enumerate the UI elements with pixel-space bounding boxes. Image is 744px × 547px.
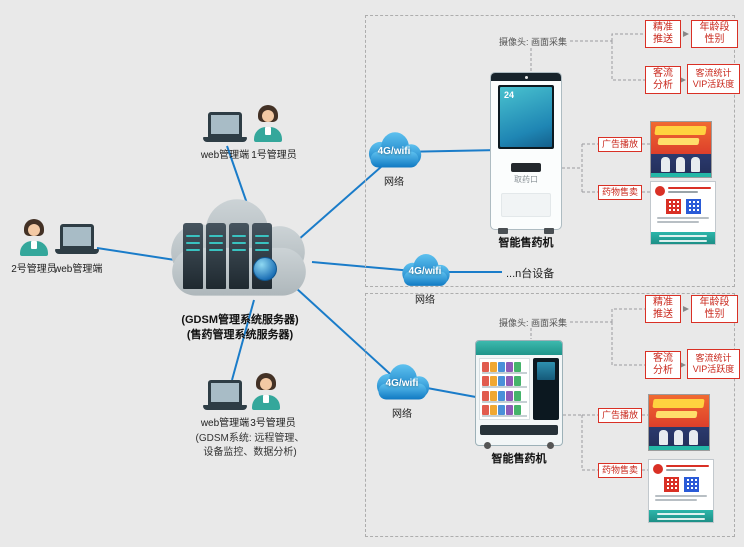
- server-title-line2: (售药管理系统服务器): [186, 329, 294, 341]
- qr-code-icon: [665, 199, 681, 214]
- admin1-name-label: 1号管理员: [251, 150, 297, 161]
- laptop-icon-admin1: [203, 112, 247, 144]
- admin1-avatar: [252, 104, 284, 142]
- poster-logo-icon: [655, 186, 665, 196]
- admin3-name-label: 3号管理员: [250, 418, 296, 429]
- machine-label-top: 智能售药机: [498, 237, 554, 249]
- gdsm-note-line1: (GDSM系统: 远程管理、: [195, 433, 305, 444]
- globe-icon: [253, 257, 277, 281]
- vending-machine-wide: [475, 340, 563, 449]
- network-label-bottom: 网络: [392, 409, 412, 420]
- machine-shelves: [479, 358, 530, 420]
- device-zone-bottom: [365, 293, 735, 537]
- qr-code-icon: [685, 199, 701, 214]
- network-cloud-icon-middle: 4G/wifi: [396, 252, 454, 290]
- admin3-web-label: web管理端: [200, 418, 250, 429]
- qr-code-icon: [663, 477, 679, 492]
- tag-precise-push-top: 精准推送: [645, 20, 681, 48]
- laptop-icon-admin3: [203, 380, 247, 412]
- network-type-label-top: 4G/wifi: [377, 145, 411, 157]
- machine-lower-panel: [501, 193, 551, 217]
- network-cloud-icon-top: 4G/wifi: [362, 130, 426, 172]
- qr-code-icon: [683, 477, 699, 492]
- server-tower-icon: [183, 223, 203, 289]
- camera-capture-label-top: 摄像头: 画面采集: [498, 37, 567, 47]
- laptop-icon-admin2: [55, 224, 99, 256]
- tag-ad-play-bottom: 广告播放: [598, 408, 642, 423]
- admin3-avatar: [250, 372, 282, 410]
- machine-header-band: [476, 341, 562, 355]
- gdsm-note: (GDSM系统: 远程管理、 设备监控、数据分析): [188, 432, 312, 460]
- device-zone-top: [365, 15, 735, 287]
- admin2-web-label: web管理端: [54, 264, 103, 275]
- network-type-label-middle: 4G/wifi: [408, 266, 442, 278]
- tag-ad-play-top: 广告播放: [598, 137, 642, 152]
- machine-touchscreen: [533, 358, 559, 420]
- pickup-slot-label: 取药口: [514, 175, 538, 184]
- machine-screen: 24: [498, 85, 554, 149]
- vending-machine-tall: 24 取药口: [490, 72, 562, 234]
- admin1-web-label: web管理端: [200, 150, 250, 161]
- machine-screen-text: 24: [504, 90, 515, 100]
- tag-flow-analysis-bottom: 客流分析: [645, 351, 681, 379]
- tag-age-gender-bottom: 年龄段性别: [691, 295, 738, 323]
- tag-age-gender-top: 年龄段性别: [691, 20, 738, 48]
- admin2-avatar: [18, 218, 50, 256]
- tag-medicine-sale-bottom: 药物售卖: [598, 463, 642, 478]
- poster-logo-icon: [653, 464, 663, 474]
- medicine-sale-poster-top: [650, 181, 716, 245]
- network-type-label-bottom: 4G/wifi: [385, 377, 419, 389]
- ad-poster-top: [650, 121, 712, 178]
- machine-camera-icon: [491, 73, 561, 81]
- network-label-middle: 网络: [415, 295, 435, 306]
- network-label-top: 网络: [384, 177, 404, 188]
- server-tower-icon: [229, 223, 249, 289]
- tag-precise-push-bottom: 精准推送: [645, 295, 681, 323]
- ad-poster-bottom: [648, 394, 710, 451]
- pickup-slot: [511, 163, 541, 172]
- network-cloud-icon-bottom: 4G/wifi: [370, 362, 434, 404]
- machine-base: [480, 425, 558, 435]
- tag-flow-analysis-top: 客流分析: [645, 66, 681, 94]
- admin2-name-label: 2号管理员: [11, 264, 57, 275]
- more-devices-label: ...n台设备: [506, 268, 555, 280]
- server-title-line1: (GDSM管理系统服务器): [181, 314, 299, 326]
- medicine-sale-poster-bottom: [648, 459, 714, 523]
- machine-screen-image: 24: [500, 87, 552, 147]
- camera-capture-label-bottom: 摄像头: 画面采集: [498, 318, 567, 328]
- tag-medicine-sale-top: 药物售卖: [598, 185, 642, 200]
- server-tower-icon: [206, 223, 226, 289]
- machine-label-bottom: 智能售药机: [491, 453, 547, 465]
- gdsm-note-line2: 设备监控、数据分析): [203, 447, 297, 458]
- server-title: (GDSM管理系统服务器) (售药管理系统服务器): [162, 313, 318, 343]
